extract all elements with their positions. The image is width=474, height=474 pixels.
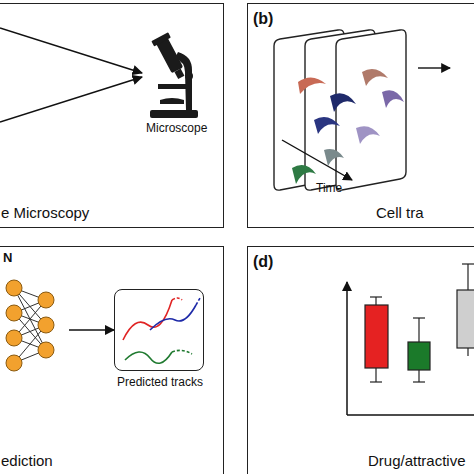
node-text: N — [3, 251, 12, 266]
node-text: Cell tra — [376, 204, 424, 221]
node-text: Drug/attractive — [368, 452, 466, 469]
box-plots — [365, 264, 474, 382]
node-text: ediction — [1, 452, 53, 469]
time-frames — [274, 30, 406, 190]
plot-axes — [347, 282, 474, 415]
node-text: Predicted tracks — [105, 376, 215, 390]
network-neurons — [6, 280, 54, 371]
input-arrows — [0, 28, 142, 122]
panel-box: (d) Drug/attractive — [247, 246, 474, 474]
network-block: N — [1, 251, 69, 373]
panel-box: e Microscopy — [0, 3, 224, 228]
panel-box: (b) Cell tra — [247, 3, 474, 228]
time-arrow — [282, 68, 450, 180]
annotation-label: Microscope — [146, 122, 207, 136]
node-text: (b) — [253, 10, 273, 28]
track-curves — [123, 298, 200, 363]
panel-box: ediction N Predicted tracks — [0, 246, 224, 474]
annotation-label: Time — [316, 182, 342, 196]
node-text: (d) — [253, 253, 273, 271]
microscope-icon — [150, 32, 198, 118]
flow-arrow — [69, 329, 114, 331]
tracks-box: Predicted tracks — [114, 289, 204, 371]
node-text: e Microscopy — [1, 204, 89, 221]
cells — [292, 69, 404, 184]
